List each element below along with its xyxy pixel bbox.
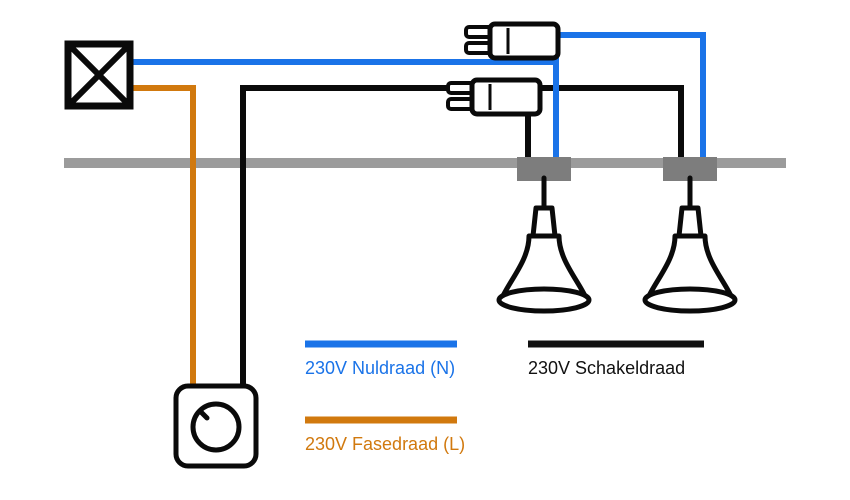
dimmer-icon	[173, 383, 259, 469]
lamp-icon-1	[499, 178, 589, 311]
legend-label-phase: 230V Fasedraad (L)	[305, 434, 465, 454]
legend-label-switch: 230V Schakeldraad	[528, 358, 685, 378]
phase-wire	[130, 85, 196, 392]
wire-connector-icon-switch	[448, 80, 540, 114]
legend-item-switch: 230V Schakeldraad	[528, 340, 704, 378]
wire-connector-icon-neutral	[466, 24, 558, 58]
legend-item-neutral: 230V Nuldraad (N)	[305, 340, 457, 378]
legend-label-neutral: 230V Nuldraad (N)	[305, 358, 455, 378]
legend-item-phase: 230V Fasedraad (L)	[305, 416, 465, 454]
ceiling-rail	[64, 158, 786, 168]
lamp-icon-2	[645, 178, 735, 311]
neutral-wire-lamp2	[540, 32, 706, 162]
legend: 230V Nuldraad (N) 230V Fasedraad (L) 230…	[305, 340, 704, 454]
junction-box-icon	[64, 40, 134, 110]
